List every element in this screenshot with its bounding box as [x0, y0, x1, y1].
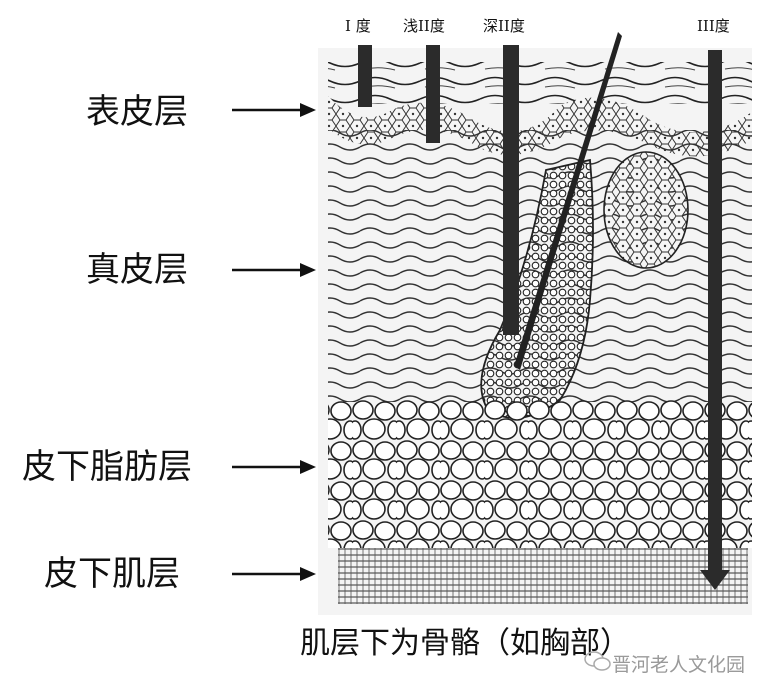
probe-third-degree-tip	[700, 570, 730, 590]
probe-superficial-second-degree	[426, 45, 440, 143]
muscle-fibers	[338, 548, 748, 604]
label-dermis: 真皮层	[86, 250, 188, 290]
label-epidermis: 表皮层	[86, 92, 188, 132]
sebaceous-gland	[603, 151, 689, 269]
label-subcutaneous-fat: 皮下脂肪层	[22, 447, 192, 487]
degree-label-superficial-second: 浅II度	[403, 17, 445, 35]
arrow-epidermis	[232, 103, 316, 117]
subcutaneous-fat-cells	[328, 400, 752, 548]
caption: 肌层下为骨骼（如胸部）	[300, 626, 630, 661]
label-subcutaneous-muscle: 皮下肌层	[44, 554, 180, 594]
stratum-corneum	[328, 62, 752, 104]
arrow-subcutaneous-muscle	[232, 567, 316, 581]
arrow-dermis	[232, 263, 316, 277]
degree-label-first: I 度	[345, 17, 371, 35]
probe-first-degree	[358, 45, 372, 107]
watermark: 晋河老人文化园	[612, 654, 746, 676]
probe-deep-second-degree	[503, 45, 519, 335]
degree-label-third: III度	[697, 17, 730, 35]
hair-shaft	[514, 32, 622, 370]
arrow-subcutaneous-fat	[232, 460, 316, 474]
wechat-icon	[584, 651, 611, 671]
probe-third-degree	[708, 50, 722, 570]
degree-label-deep-second: 深II度	[483, 17, 525, 35]
